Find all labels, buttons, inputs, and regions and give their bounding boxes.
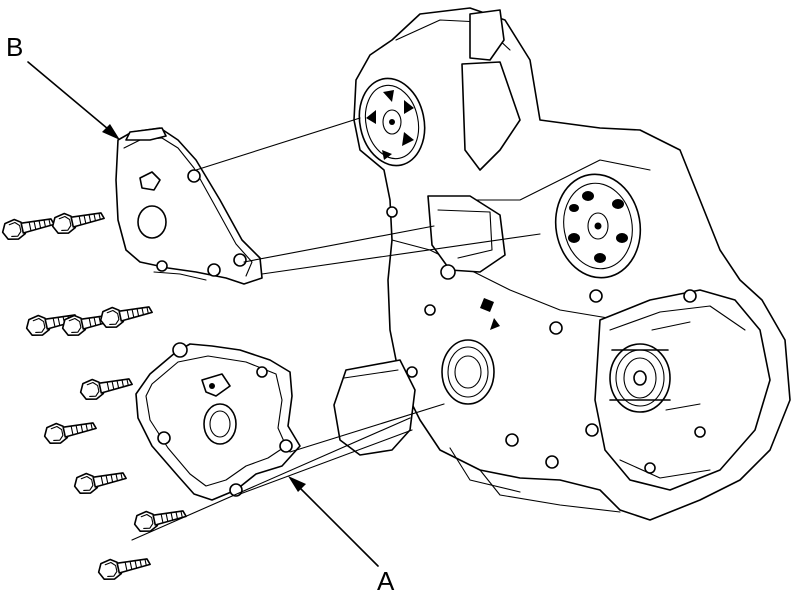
bolt-lower-2 <box>41 414 99 447</box>
bolt-lower-3 <box>71 464 129 497</box>
upper-cam-pulley <box>358 77 426 167</box>
bolt-upper-5 <box>97 298 155 331</box>
alignment-lines <box>131 117 541 541</box>
leader-arrow-a <box>288 476 379 567</box>
bolt-lower-1 <box>77 370 135 403</box>
upper-timing-cover-b <box>115 127 263 285</box>
bolt-upper-1 <box>0 210 57 243</box>
leader-arrow-b <box>27 61 120 140</box>
lower-timing-cover-a <box>135 342 301 501</box>
crankshaft-pulley <box>441 339 495 405</box>
callout-label-b: B <box>6 32 24 62</box>
rear-cam-pulley <box>554 173 642 279</box>
bolt-lower-5 <box>95 550 153 583</box>
accessory-pulley <box>609 321 701 413</box>
callout-label-a: A <box>377 566 395 596</box>
bolt-upper-2 <box>49 204 107 237</box>
